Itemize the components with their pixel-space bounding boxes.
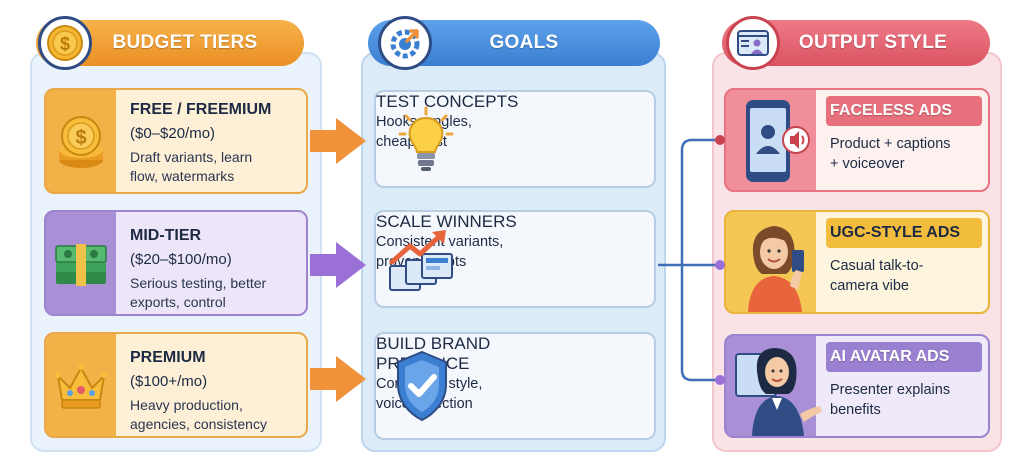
cash-stack-icon [55,244,107,286]
goals-title: GOALS [489,32,559,53]
output-ugc-style-ads: UGC-STYLE ADS Casual talk-to-camera vibe [724,210,990,314]
arrow-premium-to-brand [310,356,366,402]
coins-icon: $ [59,116,103,168]
goal-build-brand-presence: BUILD BRANDPRESENCE Consistent style,voi… [374,332,656,440]
connector-dot-faceless [715,135,725,145]
tier-title: MID-TIER [130,227,202,244]
goal-test-concepts: TEST CONCEPTS Hooks, angles,cheap, fast [374,90,656,188]
output-faceless-ads: FACELESS ADS Product + captions+ voiceov… [724,88,990,192]
lightbulb-icon [398,106,454,171]
output-title: UGC-STYLE ADS [826,218,982,248]
shield-check-icon [397,350,447,422]
tier-title: FREE / FREEMIUM [130,101,272,118]
arrow-free-to-test [310,118,366,164]
growth-chart-icon [389,230,453,291]
tier-title: PREMIUM [130,349,206,366]
goal-title: TEST CONCEPTS [376,92,519,111]
tier-price: ($20–$100/mo) [130,251,232,268]
connector-lines [658,138,716,382]
tier-price: ($100+/mo) [130,373,208,390]
goal-scale-winners: SCALE WINNERS Consistent variants,proven… [374,210,656,308]
output-style-title: OUTPUT STYLE [798,32,948,53]
gear-arrow-icon [378,16,432,70]
output-title: AI AVATAR ADS [826,342,982,372]
connector-dot-avatar [715,375,725,385]
output-description: Product + captions+ voiceover [830,136,951,172]
presenter-avatar-icon [735,348,822,436]
goal-title: SCALE WINNERS [376,212,517,231]
output-description: Casual talk-to-camera vibe [830,258,924,294]
phone-speaker-icon [746,100,810,182]
crown-icon [55,364,107,409]
budget-tier-premium: PREMIUM ($100+/mo) Heavy production,agen… [44,332,308,438]
svg-text:$: $ [60,34,70,54]
budget-tier-free: $ FREE / FREEMIUM ($0–$20/mo) Draft vari… [44,88,308,194]
woman-phone-icon [748,226,804,312]
browser-person-icon [726,16,780,70]
output-title: FACELESS ADS [826,96,982,126]
arrow-mid-to-scale [310,242,366,288]
dollar-coin-icon: $ [38,16,92,70]
connector-dot-ugc [715,260,725,270]
budget-tiers-title: BUDGET TIERS [112,32,258,53]
tier-description: Heavy production,agencies, consistency [130,397,267,432]
tier-price: ($0–$20/mo) [130,125,216,142]
svg-text:$: $ [75,127,86,149]
budget-tier-mid: MID-TIER ($20–$100/mo) Serious testing, … [44,210,308,316]
